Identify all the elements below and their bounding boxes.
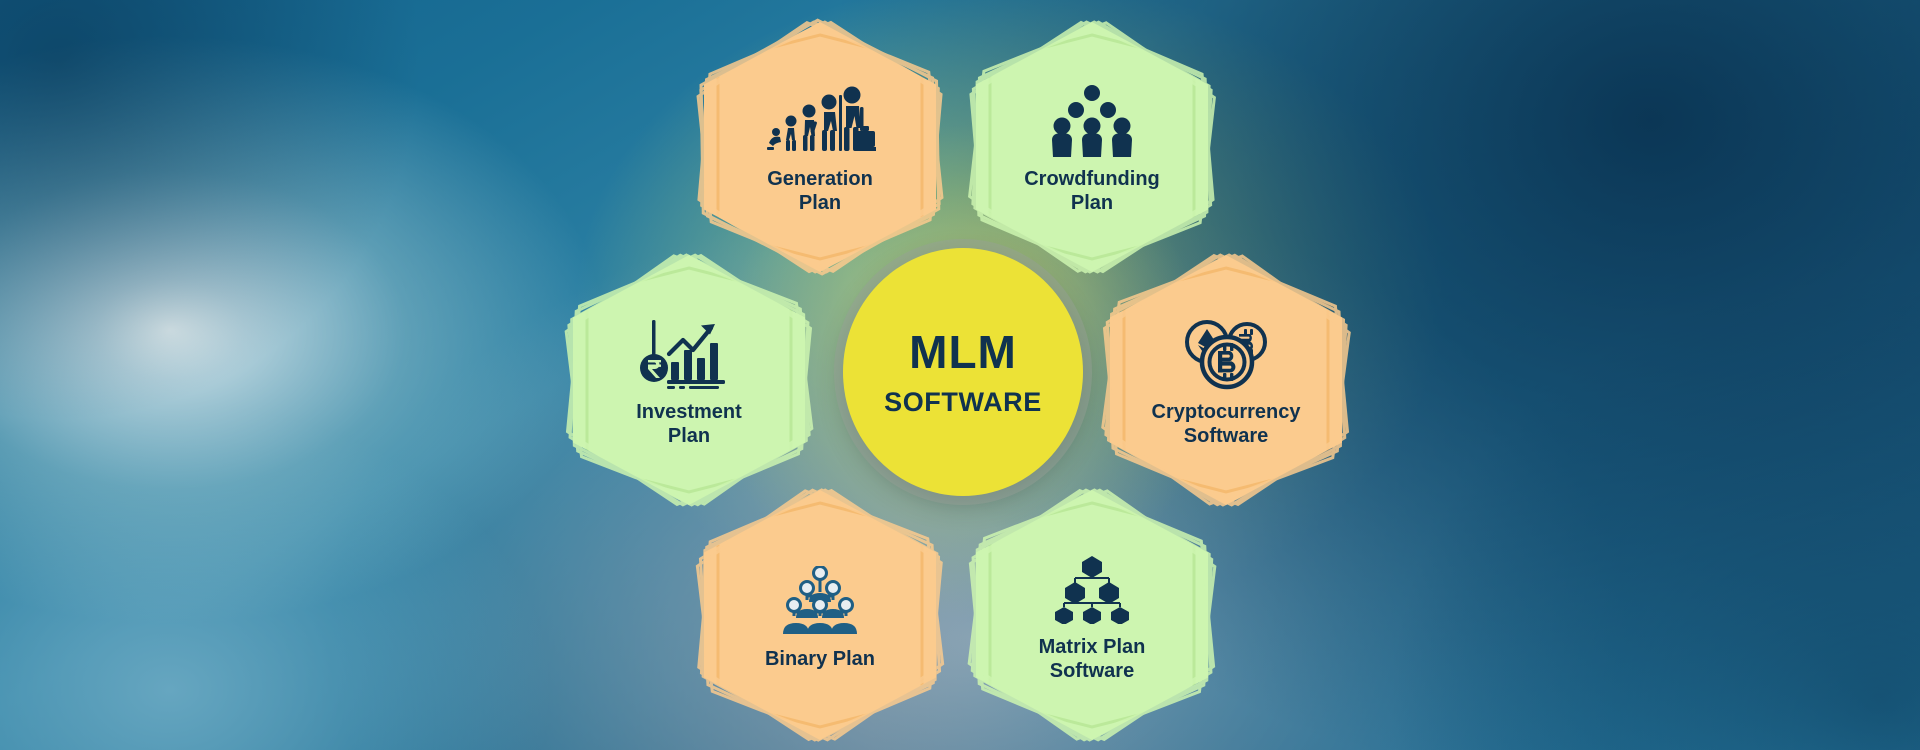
hub-main-label: MLM	[909, 325, 1017, 378]
hexagon-body-binary: Binary Plan	[704, 490, 936, 740]
hub-sub-label: SOFTWARE	[884, 386, 1042, 417]
node-label-generation: Generation Plan	[767, 168, 873, 215]
label-line-2: Software	[1183, 425, 1269, 447]
hexagon-network-tree-icon	[1050, 552, 1134, 626]
label-line-1: Matrix Plan	[1038, 636, 1146, 659]
label-line-1: Cryptocurrency	[1151, 401, 1301, 424]
people-group-pyramid-icon	[1050, 84, 1134, 158]
node-label-matrix: Matrix Plan Software	[1039, 636, 1146, 683]
node-crowdfunding-plan[interactable]: Crowdfunding Plan	[968, 20, 1216, 274]
node-label-cryptocurrency: Cryptocurrency Software	[1152, 401, 1301, 448]
label-line-1: Binary Plan	[764, 648, 876, 671]
binary-tree-people-icon	[777, 564, 863, 638]
rupee-growth-chart-icon	[637, 317, 741, 391]
node-cryptocurrency-software[interactable]: Cryptocurrency Software	[1101, 253, 1351, 507]
label-line-2: Plan	[798, 192, 842, 214]
center-hub-mlm-software[interactable]: MLM SOFTWARE	[843, 248, 1083, 496]
label-line-1: Crowdfunding	[1024, 168, 1160, 191]
node-label-crowdfunding: Crowdfunding Plan	[1024, 168, 1160, 215]
node-label-binary: Binary Plan	[765, 648, 875, 672]
hexagon-body-investment: Investment Plan	[573, 255, 805, 505]
node-label-investment: Investment Plan	[636, 401, 742, 448]
hexagon-body-crowdfunding: Crowdfunding Plan	[976, 22, 1208, 272]
hexagon-body-cryptocurrency: Cryptocurrency Software	[1110, 255, 1342, 505]
label-line-2: Plan	[667, 425, 711, 447]
hexagon-body-generation: Generation Plan	[704, 22, 936, 272]
label-line-2: Plan	[1070, 192, 1114, 214]
node-generation-plan[interactable]: Generation Plan	[696, 18, 944, 276]
hexagon-body-matrix: Matrix Plan Software	[976, 490, 1208, 740]
evolution-of-man-icon	[764, 84, 876, 158]
label-line-1: Generation	[767, 168, 873, 191]
crypto-coins-icon	[1183, 317, 1269, 391]
label-line-1: Investment	[636, 401, 742, 424]
label-line-2: Software	[1049, 660, 1135, 682]
node-binary-plan[interactable]: Binary Plan	[695, 488, 945, 742]
node-investment-plan[interactable]: Investment Plan	[564, 253, 814, 507]
node-matrix-plan-software[interactable]: Matrix Plan Software	[967, 488, 1217, 742]
